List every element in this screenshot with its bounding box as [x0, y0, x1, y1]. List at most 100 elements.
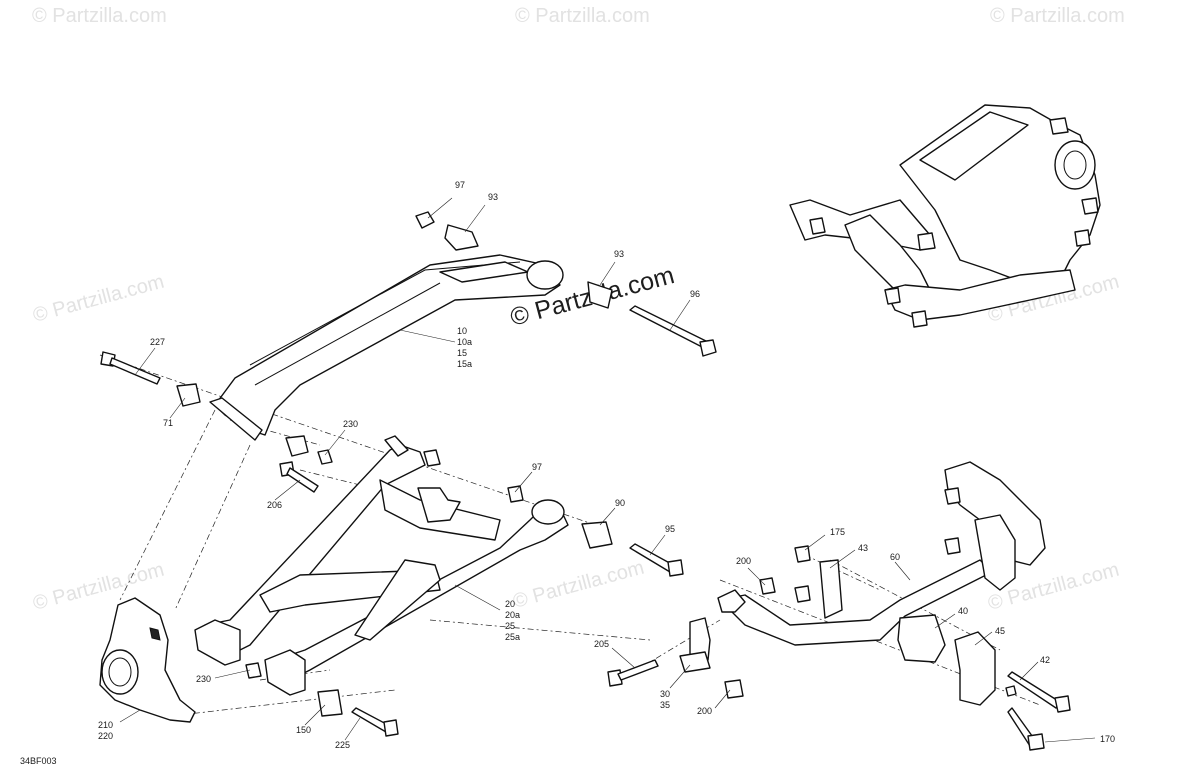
bolt-227	[109, 357, 161, 385]
callout-25: 25	[505, 621, 515, 631]
callout-230: 230	[343, 419, 358, 429]
leader-line	[714, 689, 731, 709]
upper-arm-pivot-tube	[526, 260, 564, 290]
sway-bar-end	[717, 589, 746, 613]
leader-line	[669, 299, 691, 331]
bolt-95-head	[667, 559, 684, 577]
nut-97-lower	[507, 485, 524, 503]
assembly-line	[719, 579, 1041, 706]
callout-205: 205	[594, 639, 609, 649]
assembly-line	[429, 619, 651, 641]
callout-60: 60	[890, 552, 900, 562]
bolt-206	[286, 467, 319, 493]
callout-71: 71	[163, 418, 173, 428]
lower-arm-pivot-top	[384, 435, 409, 457]
callout-225: 225	[335, 740, 350, 750]
nut-bracket	[794, 585, 811, 603]
callout-90: 90	[615, 498, 625, 508]
leader-line	[669, 664, 691, 689]
sway-bar-60	[719, 559, 993, 646]
nut-230-lower	[245, 662, 262, 679]
nut-upper	[944, 487, 961, 505]
bolt-96	[629, 305, 709, 349]
leader-lines	[119, 197, 1096, 743]
leader-line	[304, 704, 326, 726]
upper-arm-hardware	[100, 211, 717, 493]
assembled-nut	[809, 217, 826, 235]
sway-bar-assembly	[607, 461, 1071, 751]
callout-206: 206	[267, 500, 282, 510]
shock-mount-bracket	[417, 487, 461, 523]
bushing-150	[317, 689, 343, 717]
bushing-90	[581, 521, 613, 549]
callout-15: 15	[457, 348, 467, 358]
leader-line	[119, 709, 141, 723]
nut-mid	[944, 537, 961, 555]
leader-line	[804, 534, 826, 551]
sway-bar-upper-bracket	[974, 514, 1016, 591]
leader-line	[464, 204, 486, 233]
callout-227: 227	[150, 337, 165, 347]
leader-line	[1044, 737, 1096, 743]
bolt-42-head	[1054, 695, 1071, 713]
watermark-text: © Partzilla.com	[511, 557, 647, 613]
leader-line	[934, 613, 956, 629]
link-lower	[679, 651, 711, 673]
callout-25a: 25a	[505, 632, 520, 642]
callout-95: 95	[665, 524, 675, 534]
assembly-line	[804, 554, 881, 591]
callout-93: 93	[488, 192, 498, 202]
callout-labels: 97 93 93 96 10 10a 15 15a 227 71 230 206…	[20, 180, 1115, 766]
callout-97: 97	[455, 180, 465, 190]
bracket-43	[819, 559, 843, 619]
leader-line	[324, 429, 346, 456]
watermark-text: © Partzilla.com	[32, 5, 167, 27]
upper-arm-edge	[254, 282, 441, 386]
sway-bar-bushing-40	[897, 614, 946, 663]
sway-bar-clamp-45	[954, 631, 996, 706]
leader-line	[344, 717, 361, 741]
assembled-nut	[917, 232, 936, 251]
leader-line	[649, 534, 666, 556]
leader-line	[747, 567, 766, 586]
bolt-205	[617, 659, 659, 681]
lower-arm-gusset	[354, 559, 441, 641]
lower-arm-hardware	[245, 485, 684, 737]
nut-97	[415, 211, 435, 229]
nut-175	[794, 545, 811, 563]
leader-line	[599, 261, 616, 286]
callout-45: 45	[995, 626, 1005, 636]
callout-20a: 20a	[505, 610, 520, 620]
leader-line	[599, 507, 616, 526]
callout-96: 96	[690, 289, 700, 299]
bolt-170-head	[1027, 733, 1045, 751]
nut-lower-arm	[423, 449, 441, 467]
leader-line	[399, 329, 456, 343]
washer-small	[1005, 685, 1017, 697]
assembly-line	[179, 689, 396, 716]
bushing-93	[444, 224, 479, 251]
assembled-upper-plate	[919, 111, 1029, 181]
lower-a-arm	[194, 435, 569, 696]
leader-line	[894, 561, 911, 581]
leader-line	[974, 631, 993, 646]
callout-200: 200	[736, 556, 751, 566]
callout-42: 42	[1040, 655, 1050, 665]
assembled-hub-inner	[1063, 150, 1087, 180]
assembled-nut	[911, 310, 928, 328]
leader-line	[1019, 661, 1039, 681]
callout-230: 230	[196, 674, 211, 684]
assembly-line	[119, 409, 216, 601]
callout-10a: 10a	[457, 337, 472, 347]
bolt-96-head	[699, 339, 717, 357]
callout-43: 43	[858, 543, 868, 553]
callout-40: 40	[958, 606, 968, 616]
bolt-225-head	[383, 719, 399, 737]
assembled-ball-joint	[1049, 117, 1069, 135]
callout-35: 35	[660, 700, 670, 710]
assembly-lines	[99, 354, 1041, 716]
nut-200-bottom	[724, 679, 744, 699]
callout-30: 30	[660, 689, 670, 699]
assembly-line	[829, 559, 1001, 651]
